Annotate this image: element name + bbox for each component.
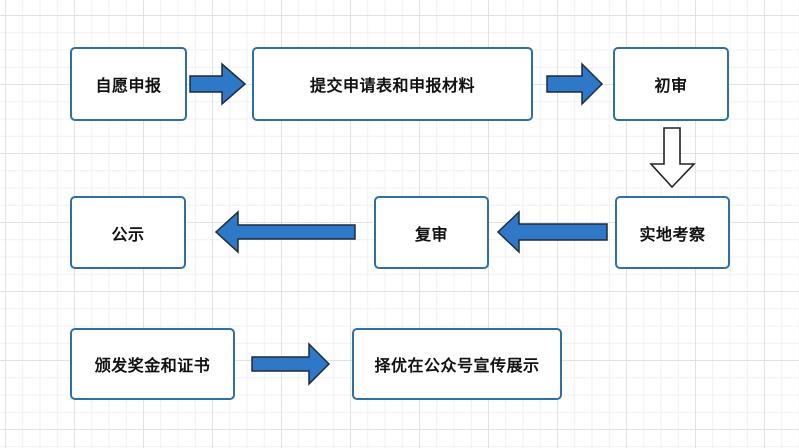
node-apply-label: 自愿申报 xyxy=(95,76,162,95)
node-award-label: 颁发奖金和证书 xyxy=(94,356,211,375)
arrow-submit-to-first-review xyxy=(546,62,604,106)
node-publicity: 公示 xyxy=(70,196,186,269)
arrow-right-icon xyxy=(189,62,247,106)
node-submit: 提交申请表和申报材料 xyxy=(252,47,533,121)
arrow-second-review-to-publicity xyxy=(214,210,356,254)
arrow-down-hollow-icon xyxy=(649,127,696,189)
arrow-right-icon xyxy=(546,62,604,106)
node-award: 颁发奖金和证书 xyxy=(70,328,235,400)
node-second-review-label: 复审 xyxy=(414,224,448,244)
node-publicity-label: 公示 xyxy=(111,224,145,244)
arrow-apply-to-submit xyxy=(189,62,247,106)
arrow-left-icon xyxy=(496,210,608,254)
node-showcase-label: 择优在公众号宣传展示 xyxy=(374,356,540,375)
node-first-review-label: 初审 xyxy=(654,76,688,95)
node-apply: 自愿申报 xyxy=(70,47,187,121)
node-first-review: 初审 xyxy=(613,47,729,121)
node-site-visit-label: 实地考察 xyxy=(639,224,706,244)
arrow-left-icon xyxy=(214,210,356,254)
arrow-site-visit-to-second-review xyxy=(496,210,608,254)
node-showcase: 择优在公众号宣传展示 xyxy=(352,328,562,400)
node-submit-label: 提交申请表和申报材料 xyxy=(309,76,475,95)
node-second-review: 复审 xyxy=(374,196,489,269)
arrow-first-review-to-site-visit xyxy=(649,127,696,189)
arrow-award-to-showcase xyxy=(251,342,331,386)
node-site-visit: 实地考察 xyxy=(615,196,730,269)
arrow-right-icon xyxy=(251,342,331,386)
